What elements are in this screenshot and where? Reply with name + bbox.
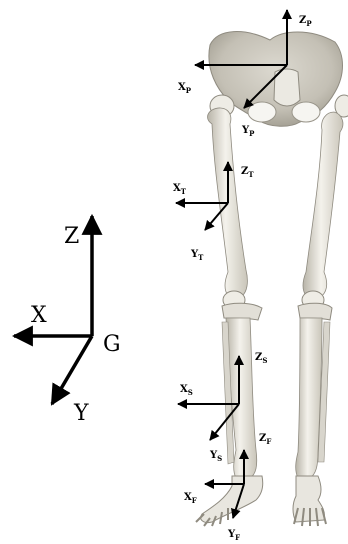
global-x-label: X	[31, 303, 47, 328]
shank-frame: ZS XS YS	[177, 352, 267, 463]
foot-z-label: ZF	[259, 433, 271, 446]
pelvis-x-label: XP	[178, 82, 192, 95]
right-fibula	[317, 321, 331, 463]
global-frame: Z X Y G	[11, 213, 121, 426]
global-y-axis	[50, 335, 94, 406]
left-foot-bones	[195, 475, 264, 527]
foot-frame: ZF XF YF	[184, 433, 271, 542]
left-fibula	[221, 321, 235, 465]
right-foot-bones	[292, 475, 327, 527]
thigh-y-label: YT	[190, 249, 204, 262]
pelvis-y-axis	[243, 64, 288, 109]
foot-y-label: YF	[227, 529, 240, 542]
shank-y-axis	[209, 403, 240, 441]
global-z-label: Z	[64, 224, 79, 249]
thigh-frame: ZT XT YT	[173, 161, 254, 262]
shank-x-label: XS	[180, 384, 193, 397]
global-origin-label: G	[103, 332, 121, 357]
global-y-label: Y	[73, 401, 89, 426]
right-femur	[302, 111, 344, 297]
foot-x-label: XF	[184, 492, 197, 505]
pelvis-bone	[208, 31, 348, 127]
pelvis-frame: ZP XP YP	[178, 9, 312, 138]
shank-y-label: YS	[209, 450, 222, 463]
thigh-y-axis	[204, 202, 229, 231]
pelvis-y-label: YP	[241, 125, 255, 138]
skeleton-illustration	[195, 31, 348, 527]
shank-z-label: ZS	[255, 352, 267, 365]
foot-y-axis	[231, 483, 245, 519]
thigh-x-label: XT	[173, 183, 187, 196]
thigh-z-label: ZT	[241, 166, 254, 179]
pelvis-z-label: ZP	[299, 15, 312, 28]
